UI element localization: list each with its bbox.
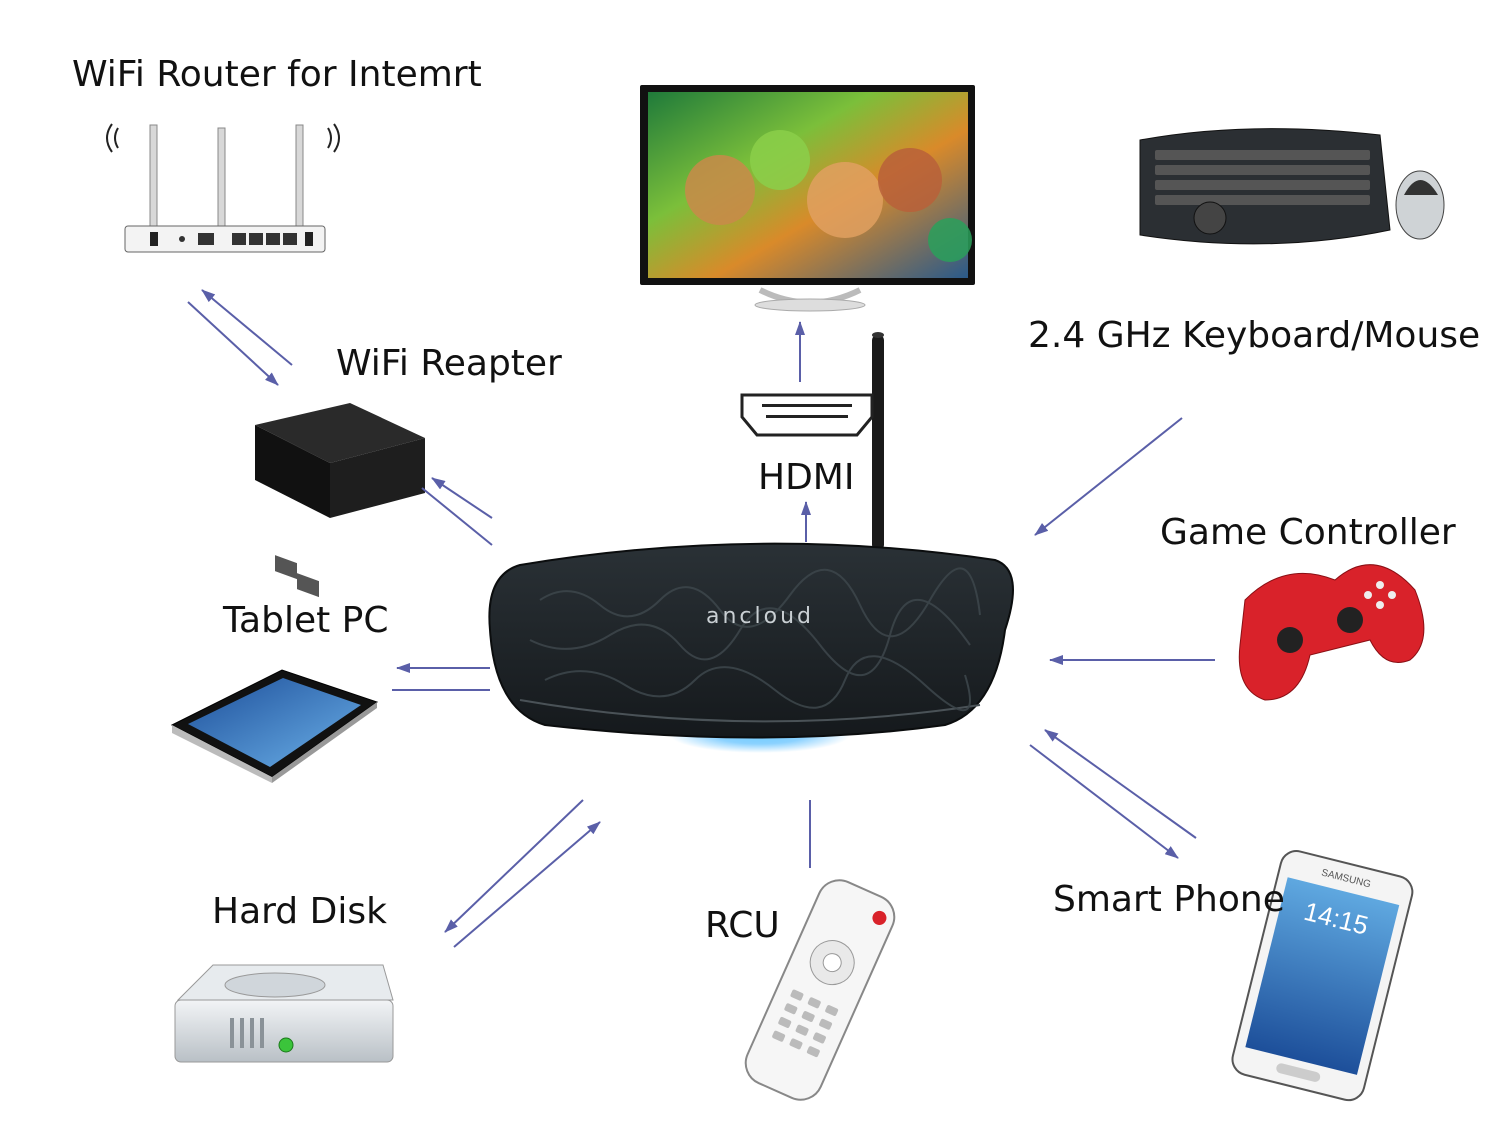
label-rcu: RCU xyxy=(705,905,780,946)
remote-control-icon xyxy=(744,879,896,1101)
connection-arrows xyxy=(187,289,1215,948)
label-wifi-repeater: WiFi Reapter xyxy=(336,343,562,384)
wifi-repeater-icon xyxy=(255,403,425,598)
label-wifi-router: WiFi Router for Intemrt xyxy=(72,54,482,95)
smart-phone-icon xyxy=(1231,850,1414,1102)
label-game-controller: Game Controller xyxy=(1160,512,1456,553)
label-tablet-pc: Tablet PC xyxy=(223,600,389,641)
label-keyboard-mouse: 2.4 GHz Keyboard/Mouse xyxy=(1028,315,1481,356)
tv-monitor-icon xyxy=(640,85,975,312)
label-hdmi: HDMI xyxy=(758,457,855,498)
label-smart-phone: Smart Phone xyxy=(1053,879,1285,920)
hard-disk-icon xyxy=(174,964,394,1063)
hdmi-connector-icon xyxy=(740,393,874,437)
tablet-pc-icon xyxy=(170,669,379,783)
tv-box-hub xyxy=(488,332,1014,753)
game-controller-icon xyxy=(1238,564,1425,701)
label-hard-disk: Hard Disk xyxy=(212,891,387,932)
keyboard-mouse-icon xyxy=(1139,128,1445,245)
hub-brand-text: ancloud xyxy=(706,604,814,629)
wifi-router-icon xyxy=(106,123,340,253)
